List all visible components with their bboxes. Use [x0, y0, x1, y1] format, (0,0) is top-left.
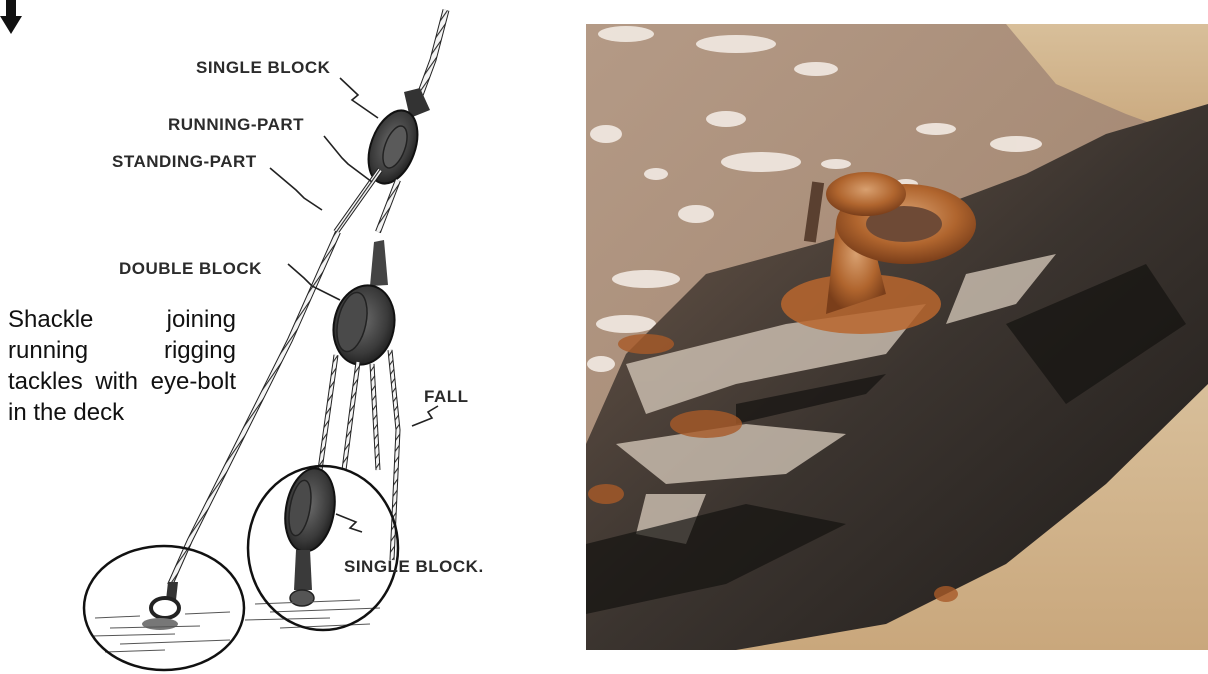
label-standing-part: STANDING-PART — [112, 152, 257, 171]
deck-eyebolt — [142, 582, 179, 630]
caption-shackle: Shackle joining running rigging tackles … — [8, 304, 236, 428]
label-running-part: RUNNING-PART — [168, 115, 304, 134]
deck-lines — [92, 600, 380, 652]
label-fall: FALL — [424, 387, 469, 406]
fall-ropes — [320, 350, 398, 560]
standing-part-rope — [420, 10, 446, 95]
label-single-block-top: SINGLE BLOCK — [196, 58, 331, 77]
eyebolt-photo — [586, 24, 1208, 650]
circle-eyebolt — [84, 546, 244, 670]
label-double-block: DOUBLE BLOCK — [119, 259, 262, 278]
rigging-diagram: SINGLE BLOCK RUNNING-PART STANDING-PART … — [0, 0, 575, 674]
single-block-bottom — [279, 464, 341, 606]
single-block-top — [359, 88, 430, 190]
label-single-block-bottom: SINGLE BLOCK. — [344, 557, 484, 576]
photo-illustration — [586, 24, 1208, 650]
down-arrow-icon — [0, 0, 22, 34]
